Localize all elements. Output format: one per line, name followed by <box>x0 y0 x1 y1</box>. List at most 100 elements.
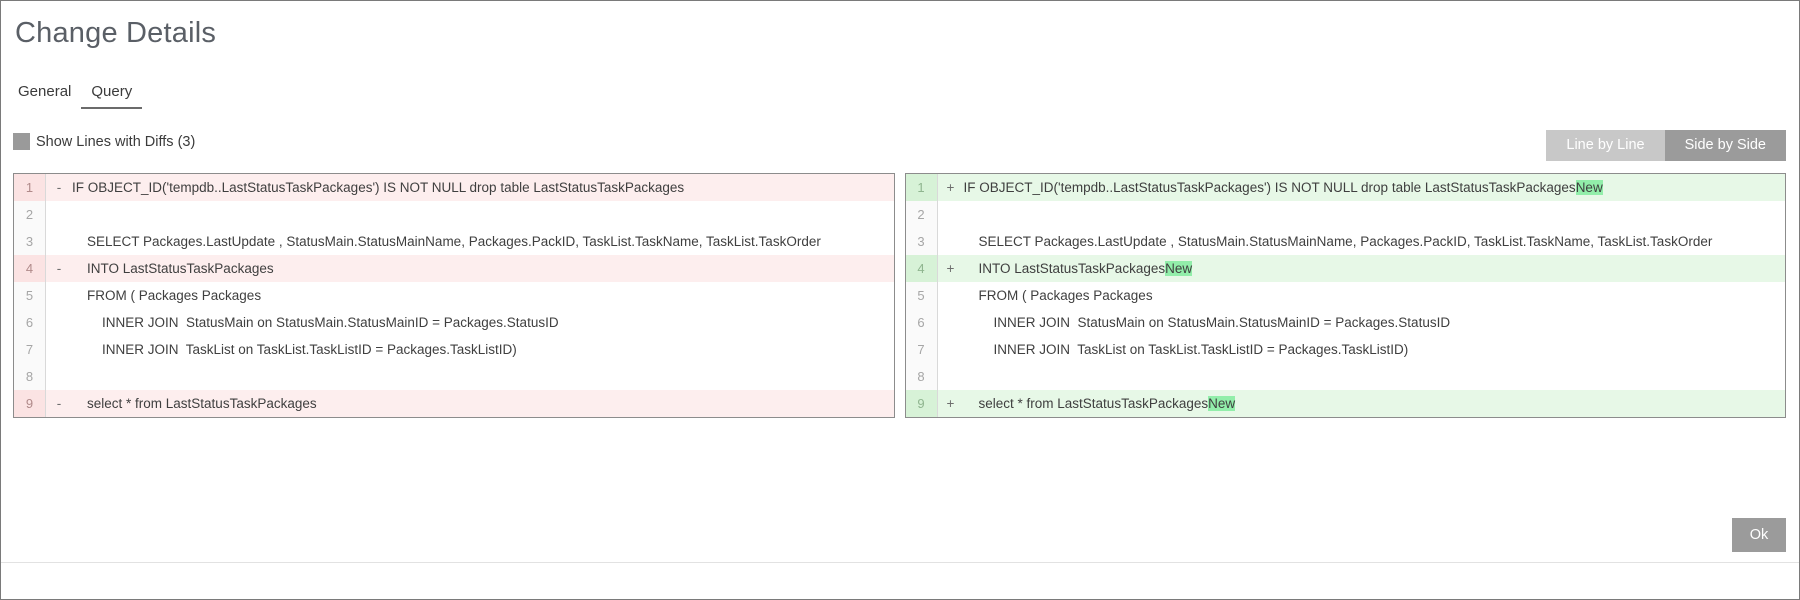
code-segment: INTO LastStatusTaskPackages <box>72 261 274 276</box>
diff-marker <box>46 309 72 336</box>
inline-change: New <box>1208 396 1236 411</box>
diff-marker <box>938 282 964 309</box>
code-text: select * from LastStatusTaskPackages <box>72 390 894 417</box>
line-number: 1 <box>905 174 938 201</box>
line-number: 5 <box>905 282 938 309</box>
code-text: IF OBJECT_ID('tempdb..LastStatusTaskPack… <box>964 174 1786 201</box>
diff-marker: + <box>946 180 955 195</box>
code-text: INNER JOIN TaskList on TaskList.TaskList… <box>72 336 894 363</box>
line-number: 9 <box>905 390 938 417</box>
diff-marker <box>938 228 964 255</box>
code-segment: IF OBJECT_ID('tempdb..LastStatusTaskPack… <box>963 180 1576 195</box>
code-text: INNER JOIN StatusMain on StatusMain.Stat… <box>72 309 894 336</box>
show-diffs-label: Show Lines with Diffs (3) <box>36 133 196 150</box>
code-text: INNER JOIN TaskList on TaskList.TaskList… <box>964 336 1786 363</box>
code-segment: FROM ( Packages Packages <box>72 288 262 303</box>
diff-marker <box>938 309 964 336</box>
diff-line: 4+ INTO LastStatusTaskPackagesNew <box>905 255 1786 282</box>
code-segment: SELECT Packages.LastUpdate , StatusMain.… <box>963 234 1713 249</box>
code-text: FROM ( Packages Packages <box>72 282 894 309</box>
diff-marker <box>46 363 72 390</box>
code-segment: FROM ( Packages Packages <box>963 288 1153 303</box>
view-mode-toggle: Line by Line Side by Side <box>1546 130 1786 161</box>
line-number: 8 <box>14 363 46 390</box>
code-text: INTO LastStatusTaskPackages <box>72 255 894 282</box>
diff-marker: - <box>56 180 62 195</box>
code-text: INTO LastStatusTaskPackagesNew <box>964 255 1786 282</box>
diff-line: 4- INTO LastStatusTaskPackages <box>14 255 894 282</box>
diff-line: 7 INNER JOIN TaskList on TaskList.TaskLi… <box>14 336 894 363</box>
code-text: select * from LastStatusTaskPackagesNew <box>964 390 1786 417</box>
code-segment: IF OBJECT_ID('tempdb..LastStatusTaskPack… <box>72 180 685 195</box>
diff-marker <box>46 201 72 228</box>
line-number: 9 <box>14 390 46 417</box>
diff-line: 1-IF OBJECT_ID('tempdb..LastStatusTaskPa… <box>14 174 894 201</box>
line-number: 7 <box>905 336 938 363</box>
code-text: INNER JOIN StatusMain on StatusMain.Stat… <box>964 309 1786 336</box>
diff-marker <box>46 336 72 363</box>
inline-change: New <box>1575 180 1603 195</box>
tab-general[interactable]: General <box>18 83 72 100</box>
code-text: SELECT Packages.LastUpdate , StatusMain.… <box>964 228 1786 255</box>
ok-button[interactable]: Ok <box>1732 518 1786 552</box>
side-by-side-button[interactable]: Side by Side <box>1664 130 1786 161</box>
diff-marker <box>938 201 964 228</box>
diff-marker: - <box>56 261 62 276</box>
code-text <box>72 201 894 228</box>
code-segment: INNER JOIN StatusMain on StatusMain.Stat… <box>72 315 559 330</box>
show-diffs-checkbox[interactable] <box>13 133 30 150</box>
footer-divider <box>1 562 1799 563</box>
diff-line: 1 + IF OBJECT_ID('tempdb..LastStatusTaskPa… <box>905 174 1786 201</box>
line-number: 5 <box>14 282 46 309</box>
code-segment: INTO LastStatusTaskPackages <box>963 261 1166 276</box>
line-number: 2 <box>905 201 938 228</box>
diff-line: 3 SELECT Packages.LastUpdate , StatusMai… <box>905 228 1786 255</box>
code-text: SELECT Packages.LastUpdate , StatusMain.… <box>72 228 894 255</box>
code-segment: select * from LastStatusTaskPackages <box>963 396 1209 411</box>
diff-line: 3 SELECT Packages.LastUpdate , StatusMai… <box>14 228 894 255</box>
diff-line: 5 FROM ( Packages Packages <box>905 282 1786 309</box>
line-number: 2 <box>14 201 46 228</box>
diff-line: 6 INNER JOIN StatusMain on StatusMain.St… <box>14 309 894 336</box>
line-number: 6 <box>905 309 938 336</box>
diff-marker <box>938 363 964 390</box>
diff-marker: + <box>946 396 955 411</box>
line-number: 7 <box>14 336 46 363</box>
code-segment: INNER JOIN TaskList on TaskList.TaskList… <box>72 342 517 357</box>
line-number: 1 <box>14 174 46 201</box>
line-number: 3 <box>905 228 938 255</box>
diff-marker <box>938 336 964 363</box>
line-number: 4 <box>905 255 938 282</box>
diff-line: 2 <box>905 201 1786 228</box>
code-segment: SELECT Packages.LastUpdate , StatusMain.… <box>72 234 821 249</box>
page-title: Change Details <box>15 17 217 49</box>
diff-pane-original[interactable]: 1-IF OBJECT_ID('tempdb..LastStatusTaskPa… <box>13 173 895 418</box>
diff-marker <box>46 228 72 255</box>
diff-line: 7 INNER JOIN TaskList on TaskList.TaskLi… <box>905 336 1786 363</box>
code-segment: INNER JOIN StatusMain on StatusMain.Stat… <box>963 315 1451 330</box>
diff-line: 2 <box>14 201 894 228</box>
code-segment: select * from LastStatusTaskPackages <box>72 396 317 411</box>
code-text: FROM ( Packages Packages <box>964 282 1786 309</box>
code-text: IF OBJECT_ID('tempdb..LastStatusTaskPack… <box>72 174 894 201</box>
code-segment: INNER JOIN TaskList on TaskList.TaskList… <box>963 342 1409 357</box>
tab-query[interactable]: Query <box>81 83 143 109</box>
line-number: 8 <box>905 363 938 390</box>
diff-line: 9 + select * from LastStatusTaskPackagesN… <box>905 390 1786 417</box>
diff-line: 8 <box>905 363 1786 390</box>
show-diffs-option: Show Lines with Diffs (3) <box>13 133 195 150</box>
diff-marker: - <box>56 396 62 411</box>
diff-pane-modified[interactable]: 1 + IF OBJECT_ID('tempdb..LastStatusTaskPa… <box>904 173 1786 418</box>
diff-line: 8 <box>14 363 894 390</box>
line-number: 3 <box>14 228 46 255</box>
inline-change: New <box>1165 261 1193 276</box>
line-number: 6 <box>14 309 46 336</box>
diff-marker <box>46 282 72 309</box>
code-text <box>72 363 894 390</box>
tab-bar: General Query <box>16 83 143 109</box>
line-by-line-button[interactable]: Line by Line <box>1546 130 1665 161</box>
diff-line: 9- select * from LastStatusTaskPackages <box>14 390 894 417</box>
diff-line: 6 INNER JOIN StatusMain on StatusMain.St… <box>905 309 1786 336</box>
diff-viewer: 1-IF OBJECT_ID('tempdb..LastStatusTaskPa… <box>13 173 1786 418</box>
